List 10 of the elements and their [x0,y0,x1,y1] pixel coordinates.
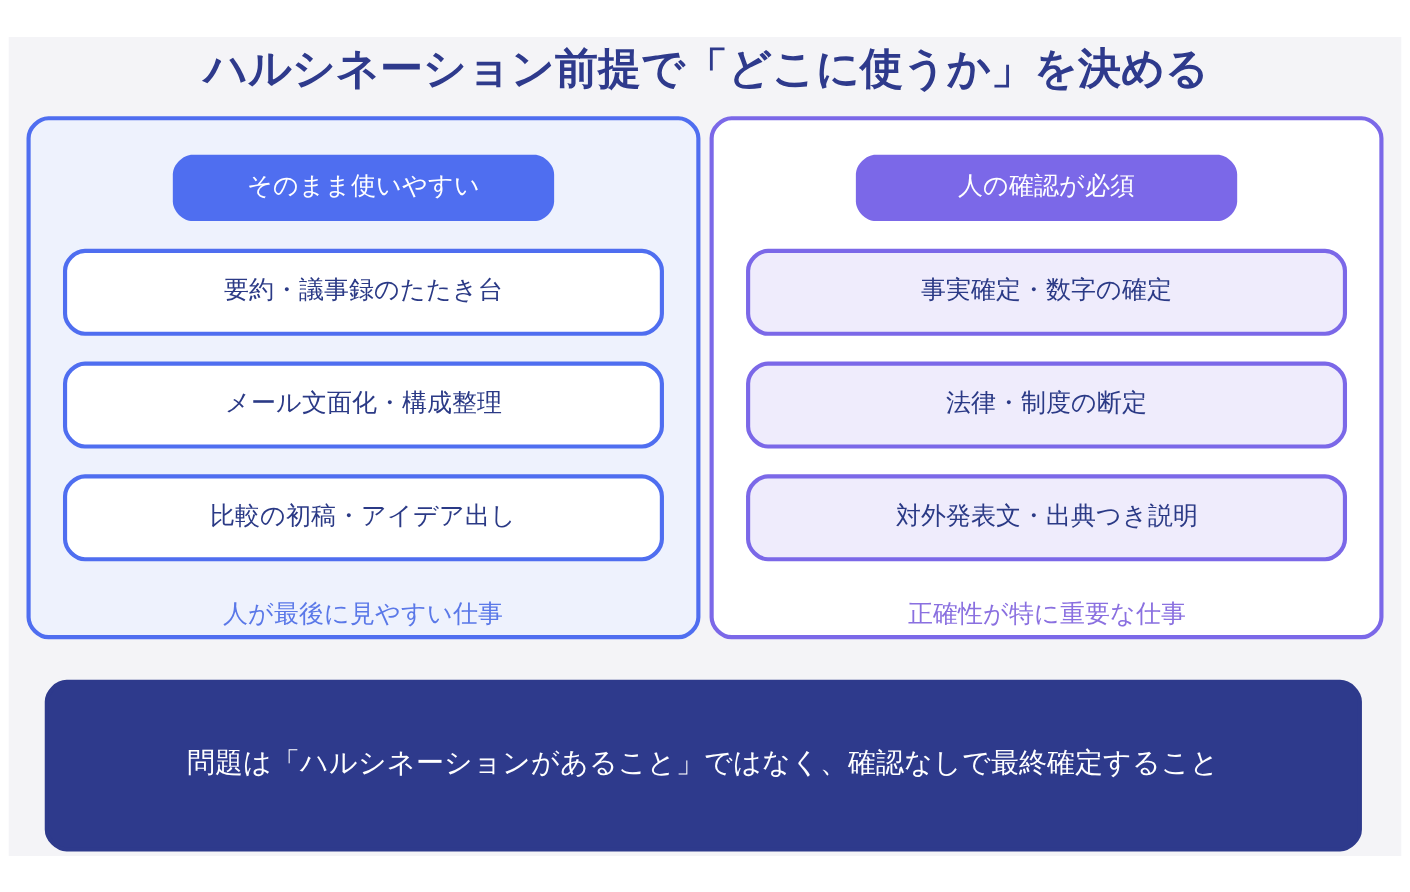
node-box: 人の確認が必須 [855,154,1238,221]
node-box: 事実確定・数字の確定 [746,248,1347,336]
node-box: 要約・議事録のたたき台 [63,248,664,336]
node-box: 法律・制度の断定 [746,361,1347,449]
node-box: メール文面化・構成整理 [63,361,664,449]
node-box: 問題は「ハルシネーションがあること」ではなく、確認なしで最終確定すること [44,679,1362,851]
node-box: 比較の初稿・アイデア出し [63,473,664,561]
node-box: そのまま使いやすい [172,154,555,221]
node-box: 対外発表文・出典つき説明 [746,473,1347,561]
diagram-title: ハルシネーション前提で「どこに使うか」を決める [204,42,1210,93]
